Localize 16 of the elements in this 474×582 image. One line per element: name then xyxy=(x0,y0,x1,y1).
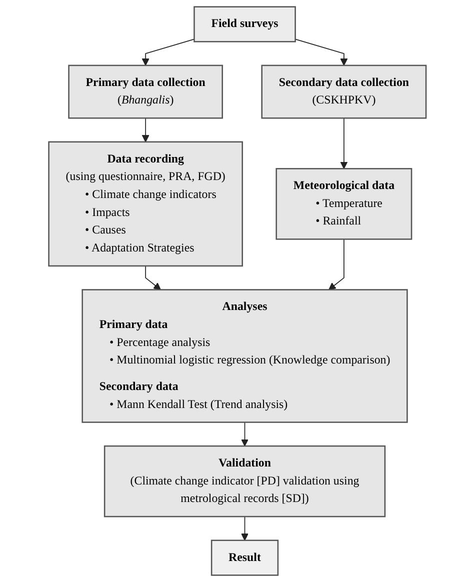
arrow xyxy=(144,266,161,290)
arrow xyxy=(294,38,348,66)
node-box: Result xyxy=(210,540,278,576)
node-box: Primary data collection (Bhangalis) xyxy=(68,64,223,119)
node-box: Field surveys xyxy=(193,6,296,42)
arrow xyxy=(141,118,149,142)
node-box: Analyses Primary data • Percentage analysis • Multinomial logistic regression (Knowledge comparison) Secondary data • Mann Kendall Test (Trend analysis) xyxy=(81,289,408,423)
node-box: Secondary data collection (CSKHPKV) xyxy=(260,64,426,119)
arrow xyxy=(340,118,348,169)
node-box: Meteorological data • Temperature • Rainfall xyxy=(275,168,412,240)
arrow xyxy=(240,516,248,541)
arrow xyxy=(141,38,194,66)
arrow xyxy=(328,238,344,290)
node-box: Data recording (using questionnaire, PRA, FGD) • Climate change indicators • Impacts • Causes • Adaptation Strategies xyxy=(48,141,243,267)
arrow xyxy=(240,422,248,446)
node-box: Validation (Climate change indicator [PD] validation using metrological records [SD]) xyxy=(104,445,386,518)
